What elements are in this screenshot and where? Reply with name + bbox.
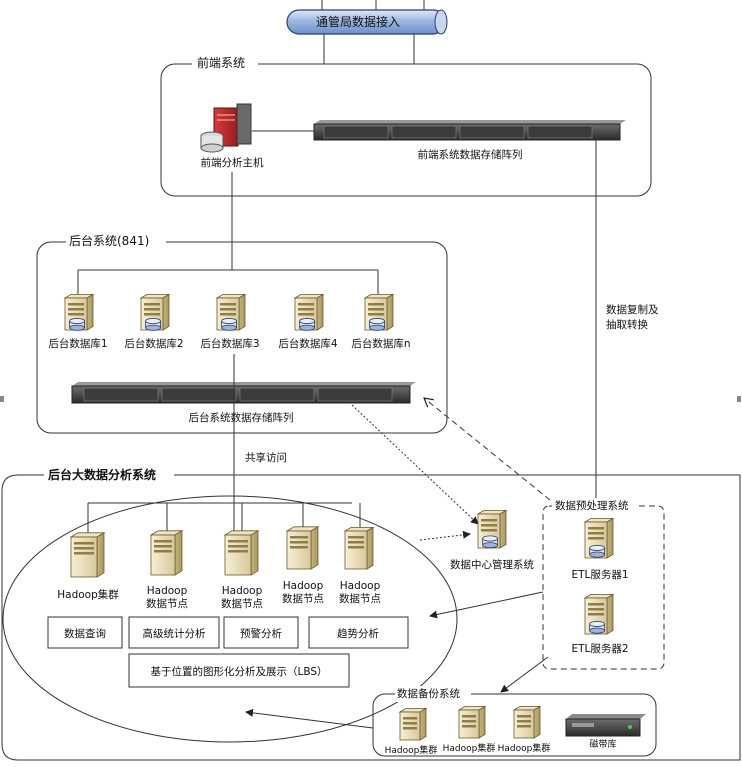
hadoop-server-icon <box>343 526 375 570</box>
etl-to-hadoop-arrow <box>429 591 544 619</box>
lbs-box <box>128 653 350 688</box>
function-box <box>128 616 220 649</box>
data-source-cylinder: 通管局数据接入 <box>286 9 448 35</box>
database-server-icon <box>139 293 171 331</box>
hadoop-ellipse <box>2 495 458 743</box>
dc-mgmt-icon <box>476 509 508 549</box>
backend-db-label: 后台数据库1 <box>48 337 107 350</box>
backup-to-hadoop-arrow <box>245 708 374 729</box>
function-box <box>47 616 123 649</box>
etl-server-icons <box>583 517 615 635</box>
hadoop-node-label-2: 数据节点 <box>282 592 324 605</box>
front-end-box <box>160 63 652 197</box>
backup-box <box>372 693 657 757</box>
front-end-title-bg <box>192 55 258 71</box>
back-end-title-bg <box>66 233 166 249</box>
back-end-storage-icon <box>71 382 416 404</box>
backend-database-icons <box>63 270 395 331</box>
function-label: 高级统计分析 <box>143 627 206 640</box>
front-end-host-icon <box>200 103 252 153</box>
back-end-storage-label: 后台系统数据存储阵列 <box>189 411 294 424</box>
hadoop-server-icon <box>285 526 320 570</box>
backend-db-label: 后台数据库4 <box>278 337 337 350</box>
etl-to-backend-dashed <box>424 398 551 501</box>
storage-to-dcmgmt-dotted <box>351 404 479 525</box>
edge-handle <box>0 396 4 402</box>
etl-server-label: ETL服务器2 <box>571 642 628 655</box>
etl-to-backup-arrow <box>500 656 549 693</box>
etl-title: 数据预处理系统 <box>555 499 629 512</box>
hadoop-cluster-label: Hadoop集群 <box>57 588 119 601</box>
backend-database-labels: 后台数据库1 后台数据库2 后台数据库3 后台数据库4 后台数据库n <box>48 337 410 350</box>
bigdata-title: 后台大数据分析系统 <box>48 467 156 482</box>
backup-item-label: Hadoop集群 <box>498 742 551 754</box>
copy-extract-label-2: 抽取转换 <box>606 318 648 331</box>
hadoop-server-icons <box>69 503 375 578</box>
database-server-icon <box>363 293 395 331</box>
front-end-storage-icon <box>313 120 626 141</box>
backup-server-icon <box>457 705 487 739</box>
hadoop-node-label-1: Hadoop <box>147 585 188 597</box>
source-cylinder-label: 通管局数据接入 <box>316 14 400 29</box>
backup-title: 数据备份系统 <box>397 687 460 700</box>
hadoop-node-labels: Hadoop 数据节点 Hadoop 数据节点 Hadoop 数据节点 Hado… <box>146 580 381 610</box>
function-label: 预警分析 <box>240 627 282 640</box>
backup-server-icon <box>512 705 542 739</box>
tape-library-label: 磁带库 <box>589 738 616 750</box>
function-box <box>308 616 409 649</box>
front-end-title: 前端系统 <box>197 55 245 70</box>
backend-db-label: 后台数据库n <box>351 337 410 350</box>
bigdata-outer-box <box>1 474 741 761</box>
function-box <box>223 616 299 649</box>
hadoop-server-icon <box>69 532 106 578</box>
database-server-icon <box>63 293 95 331</box>
hadoop-node-label-2: 数据节点 <box>339 592 381 605</box>
tape-library-icon <box>565 714 646 737</box>
ellipse-to-dcmgmt-dotted <box>419 530 471 541</box>
source-feeds <box>321 0 425 10</box>
backend-db-label: 后台数据库3 <box>200 337 259 350</box>
bigdata-title-bg <box>44 467 174 483</box>
function-label: 趋势分析 <box>337 627 379 640</box>
hadoop-node-label-2: 数据节点 <box>146 597 188 610</box>
front-end-host-label: 前端分析主机 <box>201 156 264 169</box>
etl-title-bg <box>552 498 638 514</box>
dc-mgmt-label: 数据中心管理系统 <box>450 558 534 571</box>
hadoop-node-label-1: Hadoop <box>222 585 263 597</box>
etl-server-icon <box>583 593 615 635</box>
backup-item-label: Hadoop集群 <box>385 744 438 756</box>
lbs-label: 基于位置的图形化分析及展示（LBS） <box>150 665 327 678</box>
back-end-title: 后台系统(841) <box>69 233 149 248</box>
hadoop-node-label-1: Hadoop <box>283 580 324 592</box>
backup-item-label: Hadoop集群 <box>443 742 496 754</box>
dc-server-icon <box>476 509 508 549</box>
hadoop-server-icon <box>223 530 260 576</box>
back-end-box <box>36 241 448 434</box>
function-boxes: 数据查询 高级统计分析 预警分析 趋势分析 基于位置的图形化分析及展示（LBS） <box>47 616 409 688</box>
etl-server-label: ETL服务器1 <box>571 568 628 581</box>
shared-access-label: 共享访问 <box>245 451 287 464</box>
backup-server-icons <box>398 705 542 741</box>
front-end-storage-label: 前端系统数据存储阵列 <box>418 148 523 161</box>
database-server-icon <box>215 293 247 331</box>
edge-handle <box>737 396 741 402</box>
copy-extract-label-1: 数据复制及 <box>606 303 659 316</box>
backup-server-icon <box>398 707 428 741</box>
backup-title-bg <box>395 686 471 702</box>
function-label: 数据查询 <box>64 627 106 640</box>
hadoop-node-label-2: 数据节点 <box>221 597 263 610</box>
backend-db-label: 后台数据库2 <box>124 337 183 350</box>
hadoop-node-label-1: Hadoop <box>340 580 381 592</box>
hadoop-server-icon <box>149 530 184 576</box>
etl-server-icon <box>583 517 615 559</box>
database-server-icon <box>293 293 325 331</box>
